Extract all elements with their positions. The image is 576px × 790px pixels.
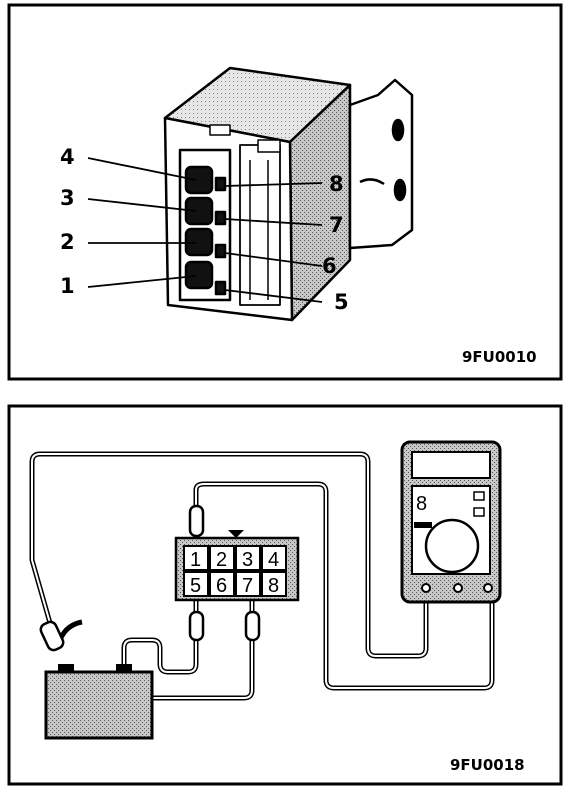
connector-pin-2: 2 <box>216 549 227 571</box>
meter-range-label: 8 <box>416 493 427 515</box>
meter-display <box>411 451 491 479</box>
terminal-label-8: 8 <box>329 172 344 196</box>
terminal-label-1: 1 <box>60 274 75 298</box>
wiring-inner <box>31 453 493 699</box>
terminal-label-3: 3 <box>60 186 75 210</box>
connector: 1 2 3 4 5 6 7 8 <box>174 530 300 602</box>
figure-code-top: 9FU0010 <box>462 348 537 366</box>
battery <box>44 664 154 740</box>
probe-clip-battery <box>39 620 65 652</box>
bottom-panel: 1 2 3 4 5 6 7 8 8 9 <box>7 404 563 786</box>
probe-clip-pin5 <box>188 610 205 642</box>
connector-pin-8: 8 <box>268 575 279 597</box>
relay-illustration <box>163 66 414 322</box>
probe-clip-pin7 <box>244 610 261 642</box>
terminal-label-7: 7 <box>329 213 344 237</box>
top-panel: 1 2 3 4 5 6 7 8 9FU0010 <box>7 3 563 381</box>
multimeter: 8 <box>400 440 502 604</box>
connector-pin-4: 4 <box>268 549 279 571</box>
connector-pin-5: 5 <box>190 575 201 597</box>
terminal-label-5: 5 <box>334 290 349 314</box>
meter-dial <box>424 518 480 574</box>
terminal-leader-lines <box>87 157 323 303</box>
figure-code-bottom: 9FU0018 <box>450 756 525 774</box>
connector-pin-1: 1 <box>190 549 201 571</box>
terminal-label-2: 2 <box>60 230 75 254</box>
connector-pin-3: 3 <box>242 549 253 571</box>
terminal-label-4: 4 <box>60 145 75 169</box>
terminal-label-6: 6 <box>322 254 337 278</box>
probe-clip-top <box>188 504 205 538</box>
probe-clips <box>39 504 261 652</box>
connector-pin-6: 6 <box>216 575 227 597</box>
connector-pin-7: 7 <box>242 575 253 597</box>
